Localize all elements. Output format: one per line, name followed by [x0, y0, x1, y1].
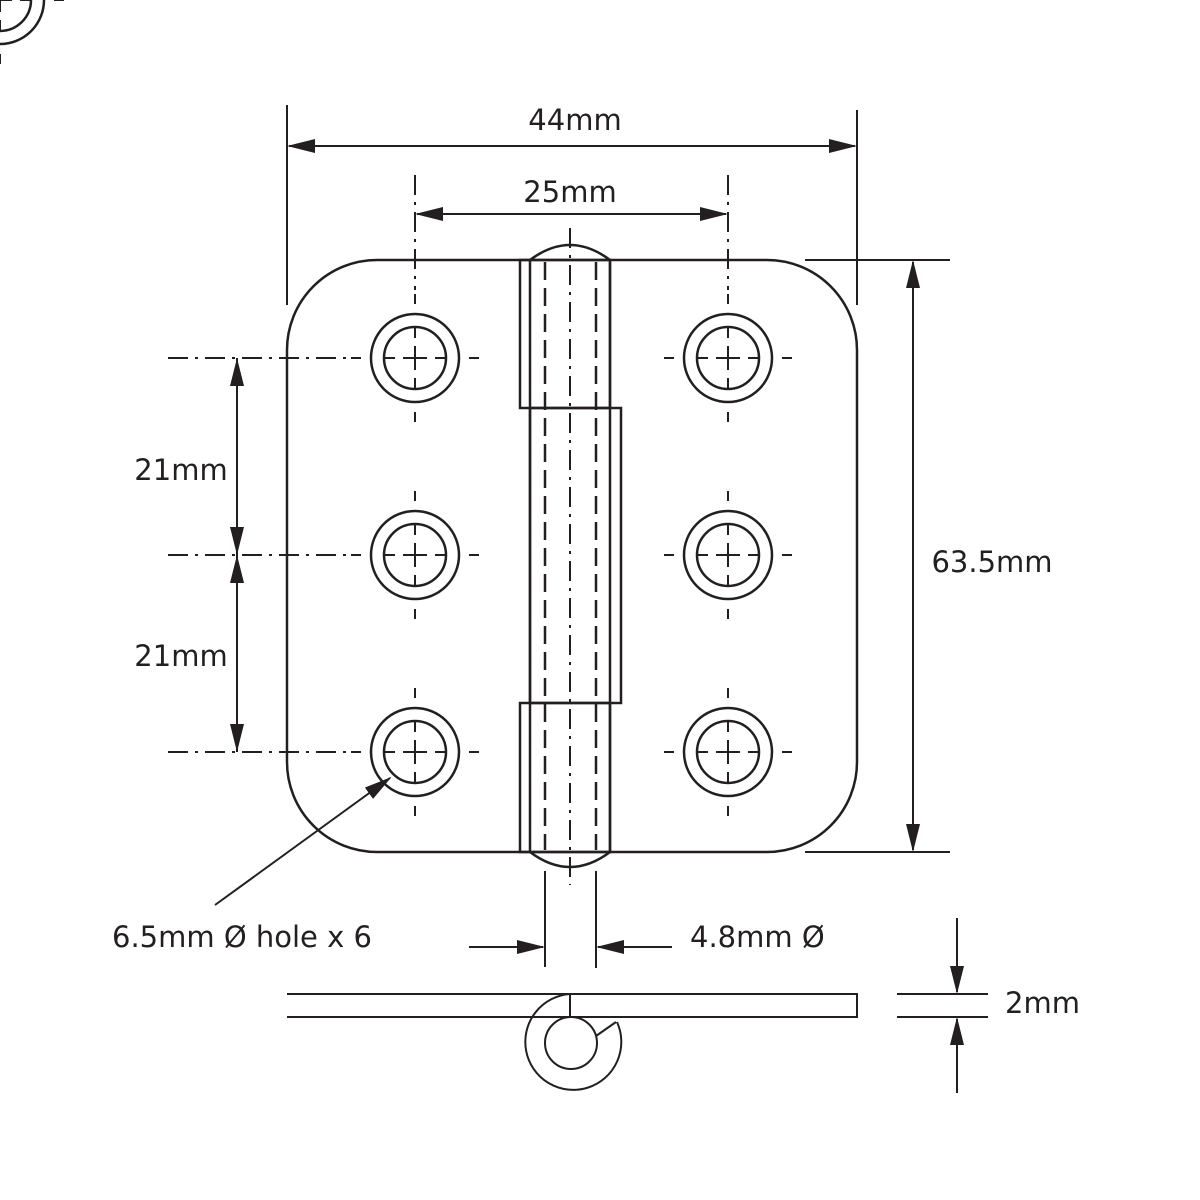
hole-leader: 6.5mm Ø hole x 6: [112, 776, 392, 954]
hole: [662, 489, 794, 621]
hole: [349, 292, 481, 424]
hole: [662, 292, 794, 424]
hole: [662, 686, 794, 818]
dim-label: 25mm: [523, 175, 616, 209]
hole: [349, 686, 481, 818]
hole: [349, 489, 481, 621]
dim-pin: 4.8mm Ø: [469, 871, 825, 968]
dim-label: 44mm: [528, 103, 621, 137]
side-profile: [287, 992, 858, 1091]
dim-63-5mm: 63.5mm: [805, 259, 1053, 853]
dim-label: 2mm: [1005, 986, 1080, 1020]
hole-note: 6.5mm Ø hole x 6: [112, 920, 372, 954]
dim-thickness: 2mm: [897, 918, 1080, 1093]
hinge-plate: [285, 258, 859, 854]
dim-label: 21mm: [134, 453, 227, 487]
dim-25mm: 25mm: [414, 175, 729, 290]
dim-21mm: 21mm 21mm: [134, 358, 244, 752]
dim-label: 21mm: [134, 639, 227, 673]
dim-label: 4.8mm Ø: [690, 920, 825, 954]
holes: [0, 0, 794, 818]
knuckle: [518, 228, 623, 885]
dim-44mm: 44mm: [286, 103, 858, 305]
dim-label: 63.5mm: [931, 545, 1052, 579]
